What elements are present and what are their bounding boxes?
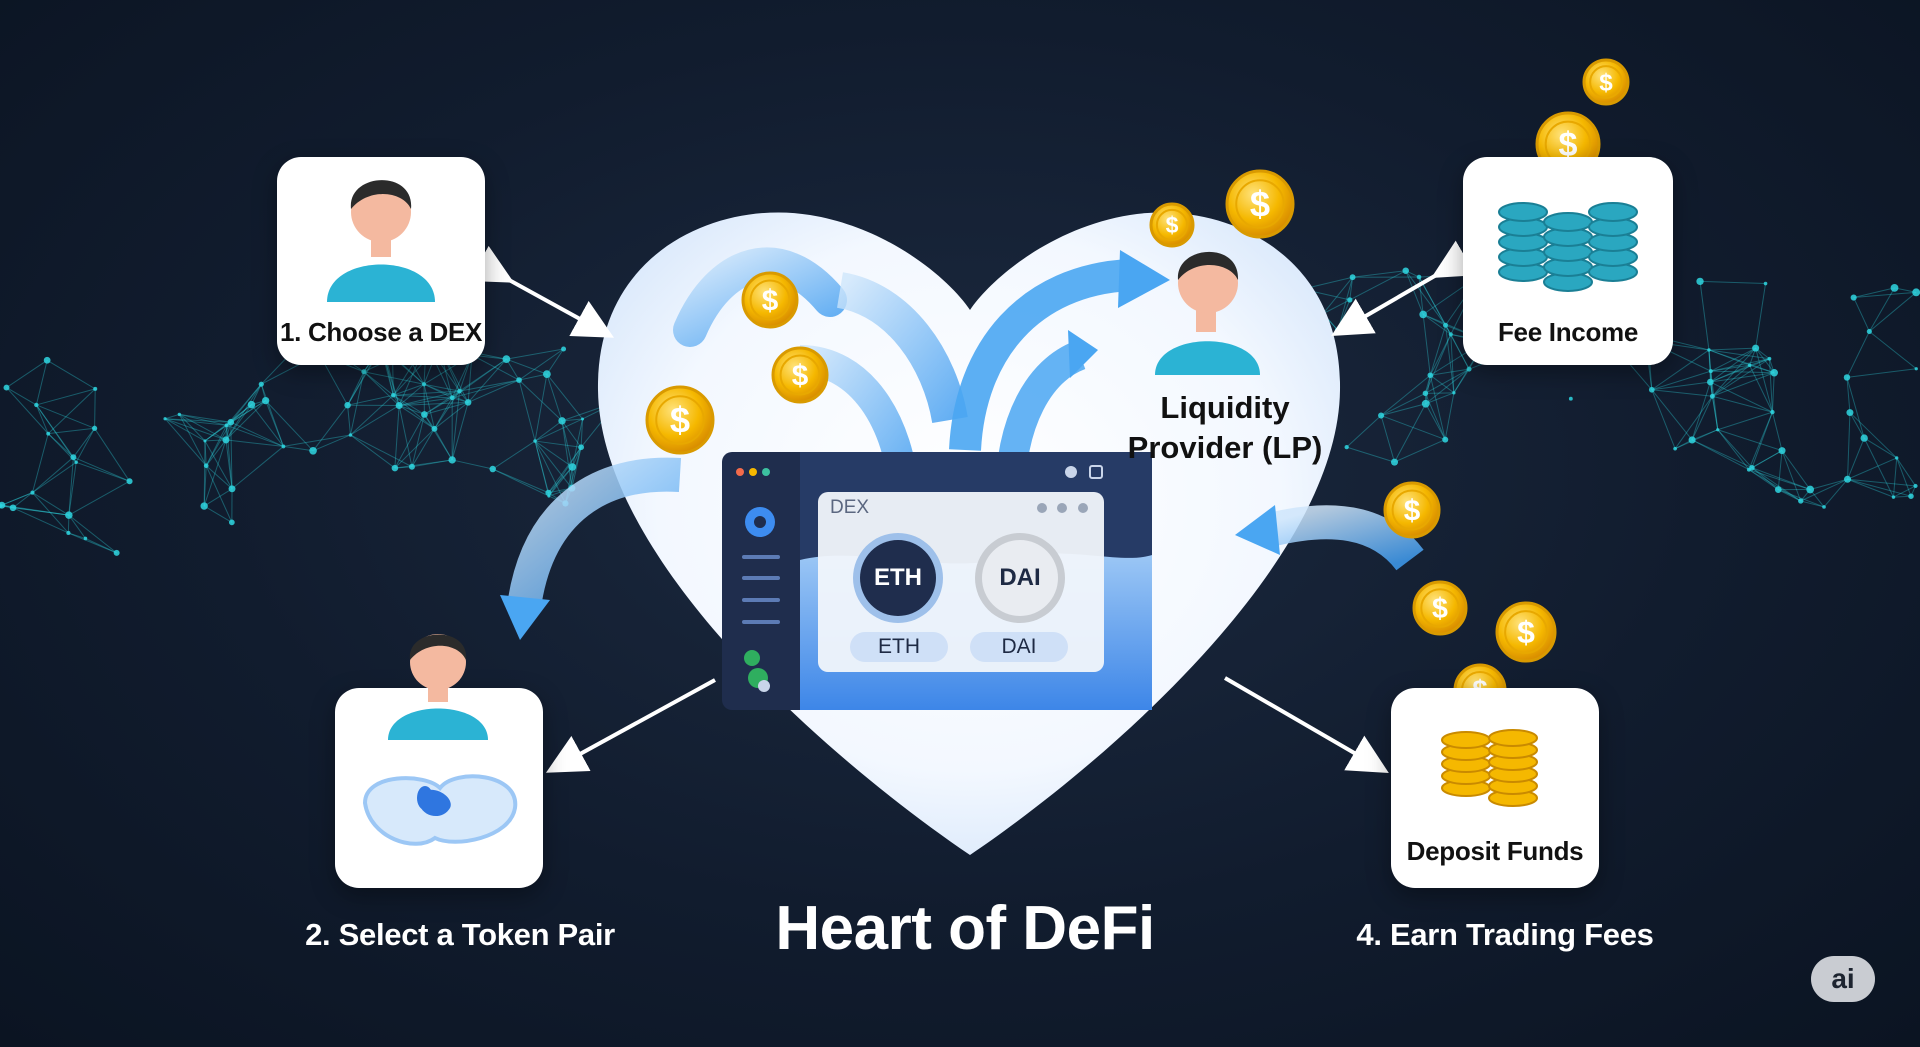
svg-text:$: $ <box>762 284 779 317</box>
coin-icon: $ <box>741 271 799 329</box>
token-a-symbol: ETH <box>874 564 922 591</box>
lp-label-line2: Provider (LP) <box>1127 430 1323 465</box>
svg-text:$: $ <box>1250 184 1270 225</box>
person-icon-pair <box>388 634 488 740</box>
gold-coin-stacks-icon <box>1441 729 1538 807</box>
step-card-deposit: Deposit Funds <box>1391 688 1599 888</box>
step-arrows <box>469 240 1476 774</box>
coin-icon: $ <box>1412 580 1468 636</box>
dex-window <box>722 452 1152 710</box>
svg-text:$: $ <box>792 359 809 392</box>
step-caption-earn: 4. Earn Trading Fees <box>1356 917 1654 952</box>
coin-icon: $ <box>771 346 829 404</box>
eth-token <box>860 540 936 616</box>
step-card-fee-income: Fee Income <box>1463 157 1673 365</box>
svg-text:$: $ <box>1559 126 1578 164</box>
token-b-symbol: DAI <box>999 564 1041 591</box>
coin-icon: $ <box>1383 481 1441 539</box>
svg-text:$: $ <box>1599 69 1613 96</box>
coin-icon: $ <box>645 385 715 455</box>
svg-text:$: $ <box>1404 494 1421 527</box>
step-card-choose-dex: 1. Choose a DEX <box>277 157 485 365</box>
coin-icon: $ <box>1495 601 1557 663</box>
coin-icon: $ <box>1582 58 1630 106</box>
svg-text:$: $ <box>670 400 690 441</box>
dex-window-title: DEX <box>830 497 870 518</box>
lp-label-line1: Liquidity <box>1160 390 1290 425</box>
svg-text:$: $ <box>1517 614 1535 650</box>
svg-text:$: $ <box>1432 593 1448 625</box>
page-title: Heart of DeFi <box>775 894 1155 963</box>
token-a-tab[interactable]: ETH <box>878 635 920 658</box>
step-caption-select-pair: 2. Select a Token Pair <box>305 917 615 952</box>
coin-stacks-icon <box>1498 202 1638 292</box>
coin-icon: $ <box>1149 202 1195 248</box>
ai-badge: ai <box>1811 956 1875 1002</box>
lp-label: Liquidity Provider (LP) <box>1120 388 1330 468</box>
person-icon-lp <box>1155 251 1260 375</box>
step-label-deposit: Deposit Funds <box>1406 836 1584 866</box>
svg-text:$: $ <box>1166 212 1179 238</box>
dai-token <box>982 540 1058 616</box>
liquidity-pool-icon <box>362 774 518 846</box>
token-b-tab[interactable]: DAI <box>1001 635 1037 658</box>
step-label-fee-income: Fee Income <box>1497 317 1639 347</box>
step-label-choose-dex: 1. Choose a DEX <box>279 317 483 347</box>
person-icon <box>327 180 435 302</box>
coin-icon: $ <box>1225 169 1295 239</box>
